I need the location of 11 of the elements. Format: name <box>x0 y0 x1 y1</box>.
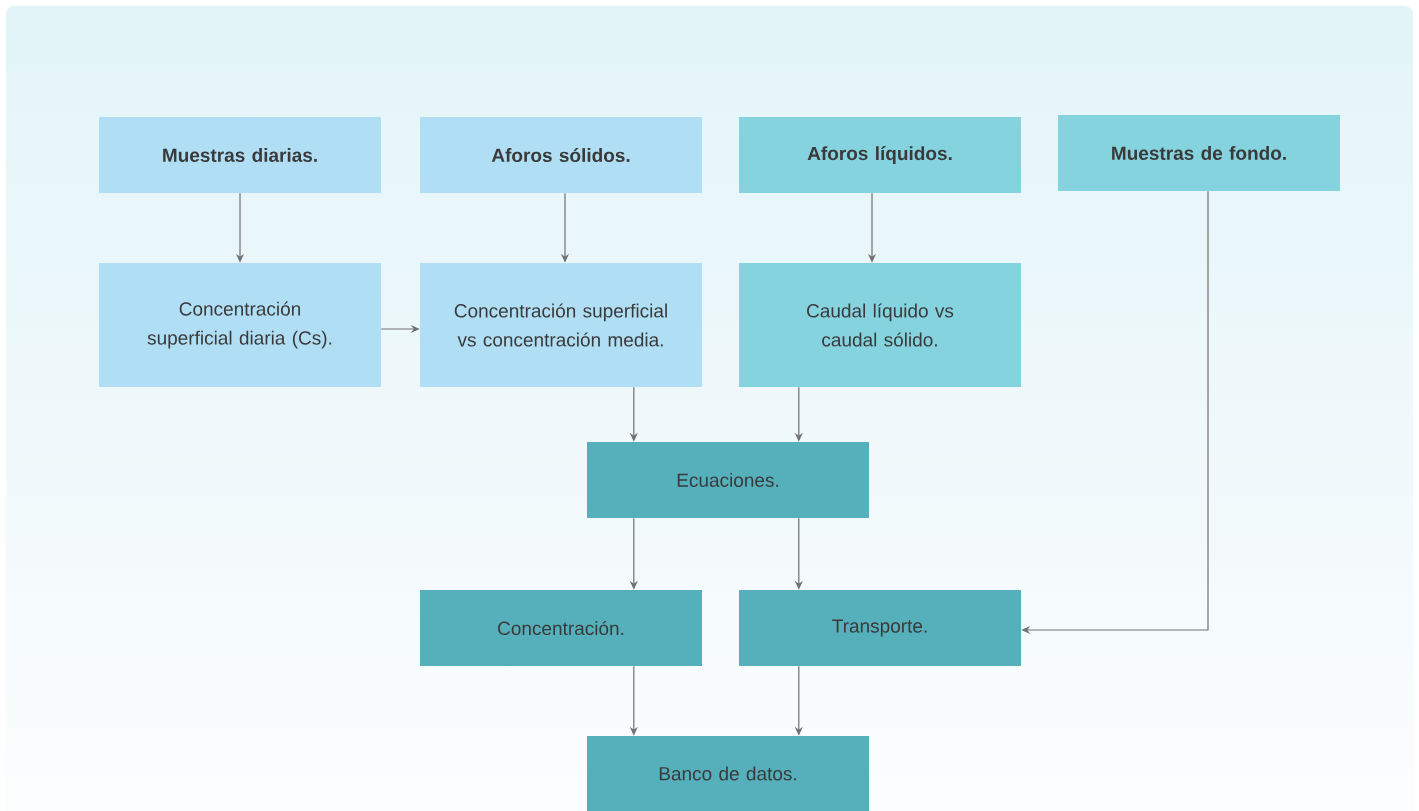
process-box: Concentración superficial vs concentración media. <box>420 263 702 387</box>
process-box: Concentración superficial diaria (Cs). <box>99 263 381 387</box>
process-box: Ecuaciones. <box>587 442 869 518</box>
process-box: Concentración. <box>420 590 702 666</box>
process-box: Aforos líquidos. <box>739 117 1021 193</box>
process-box: Muestras diarias. <box>99 117 381 193</box>
process-box: Aforos sólidos. <box>420 117 702 193</box>
process-box: Transporte. <box>739 590 1021 666</box>
process-box: Banco de datos. <box>587 736 869 811</box>
process-box: Caudal líquido vs caudal sólido. <box>739 263 1021 387</box>
process-box: Muestras de fondo. <box>1058 115 1340 191</box>
